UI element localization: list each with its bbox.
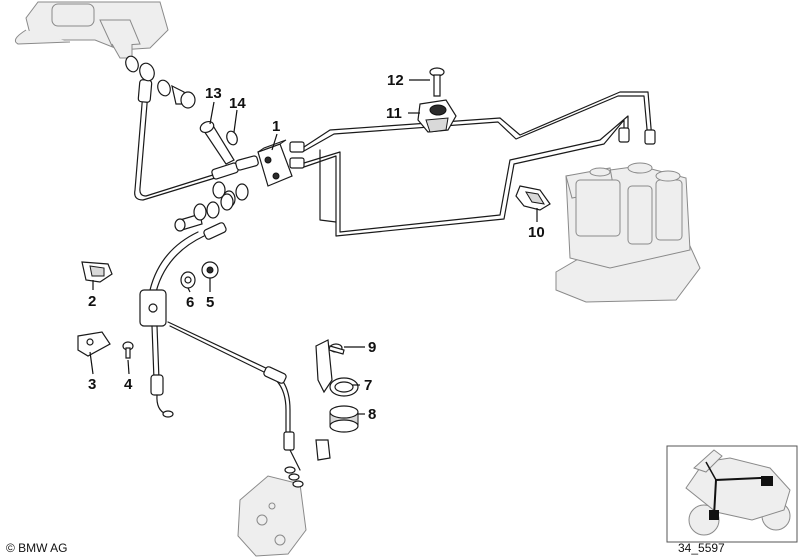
- abs-pressure-modulator: [555, 162, 701, 303]
- clip-2: [81, 261, 113, 283]
- callout-14: 14: [229, 95, 246, 112]
- diagram-code: 34_5597: [678, 541, 725, 555]
- screw-4: [122, 341, 134, 359]
- banjo-washers-top: [125, 55, 196, 109]
- caliper-orings: [284, 439, 331, 488]
- callout-7: 7: [364, 377, 372, 394]
- screw-12: [429, 67, 445, 97]
- callout-8: 8: [368, 406, 376, 423]
- bracket-3: [77, 331, 111, 357]
- callout-1: 1: [272, 118, 280, 135]
- pipe-to-caliper: [167, 321, 301, 471]
- lower-brake-hose: [139, 231, 205, 418]
- callout-labels: 1 2 3 4 5 6 7 8 9 10 11 12 13 14: [88, 72, 545, 423]
- callout-9: 9: [368, 339, 376, 356]
- callout-5: 5: [206, 294, 214, 311]
- brake-lines-to-abs: [303, 91, 656, 237]
- callout-12: 12: [387, 72, 404, 89]
- callout-11: 11: [386, 105, 402, 122]
- handlebar-master-cylinder: [14, 1, 169, 59]
- pipe-clip-10: [515, 185, 551, 211]
- washer-6: [180, 271, 196, 289]
- location-thumbnail: [666, 445, 798, 543]
- callout-6: 6: [186, 294, 194, 311]
- banjo-bolt-lower: [174, 193, 234, 240]
- brake-caliper: [237, 475, 307, 557]
- sealing-washer-14: [226, 130, 238, 146]
- holder-ring-7: [315, 339, 359, 397]
- footer: © BMW AG 34_5597: [6, 541, 725, 555]
- callout-3: 3: [88, 376, 96, 393]
- callout-2: 2: [88, 293, 96, 310]
- leader-lines: [89, 79, 538, 415]
- callout-13: 13: [205, 85, 222, 102]
- grommet-8: [329, 405, 359, 433]
- rubber-holder-11: [417, 99, 457, 133]
- nut-5: [201, 261, 219, 279]
- copyright-text: © BMW AG: [6, 541, 68, 555]
- banjo-bolt-13: [199, 120, 235, 165]
- upper-brake-hose: [134, 79, 239, 201]
- brake-line-distributor: [235, 139, 305, 187]
- callout-4: 4: [124, 376, 133, 393]
- screw-9: [328, 343, 345, 355]
- callout-10: 10: [528, 224, 545, 241]
